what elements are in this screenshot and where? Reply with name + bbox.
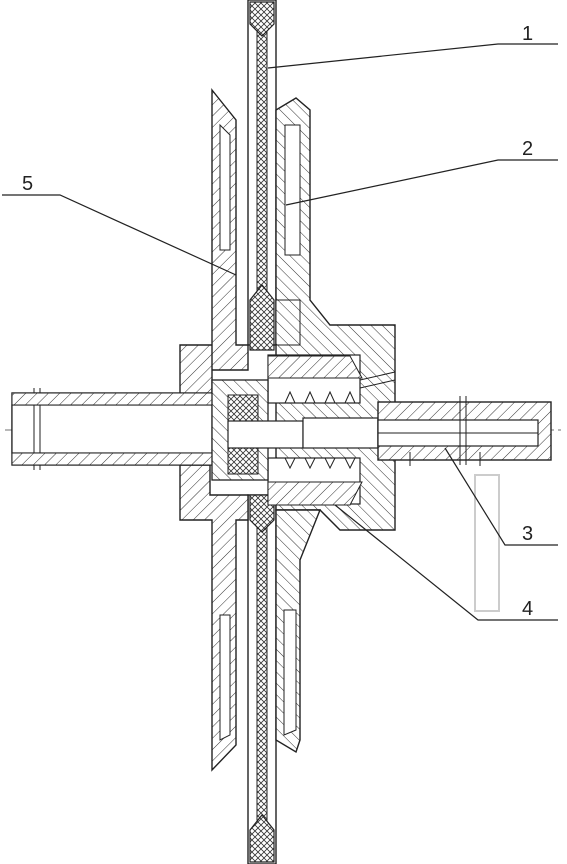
central-hub — [211, 379, 379, 481]
housing-right-lower — [275, 509, 322, 754]
upper-membrane — [247, 0, 277, 351]
housing-left-lower — [179, 464, 249, 772]
housing-left-upper — [179, 88, 249, 421]
valve-chamber — [267, 354, 396, 506]
lower-membrane — [247, 494, 277, 864]
callout-label-2: 2 — [522, 138, 533, 160]
outlet-rod — [377, 396, 552, 466]
callout-label-3: 3 — [522, 523, 533, 545]
reference-bracket — [474, 474, 500, 612]
inlet-tube — [11, 388, 213, 470]
callout-label-4: 4 — [522, 598, 533, 620]
callout-label-1: 1 — [522, 23, 533, 45]
callout-label-5: 5 — [22, 173, 33, 195]
leader-lines — [2, 43, 558, 621]
